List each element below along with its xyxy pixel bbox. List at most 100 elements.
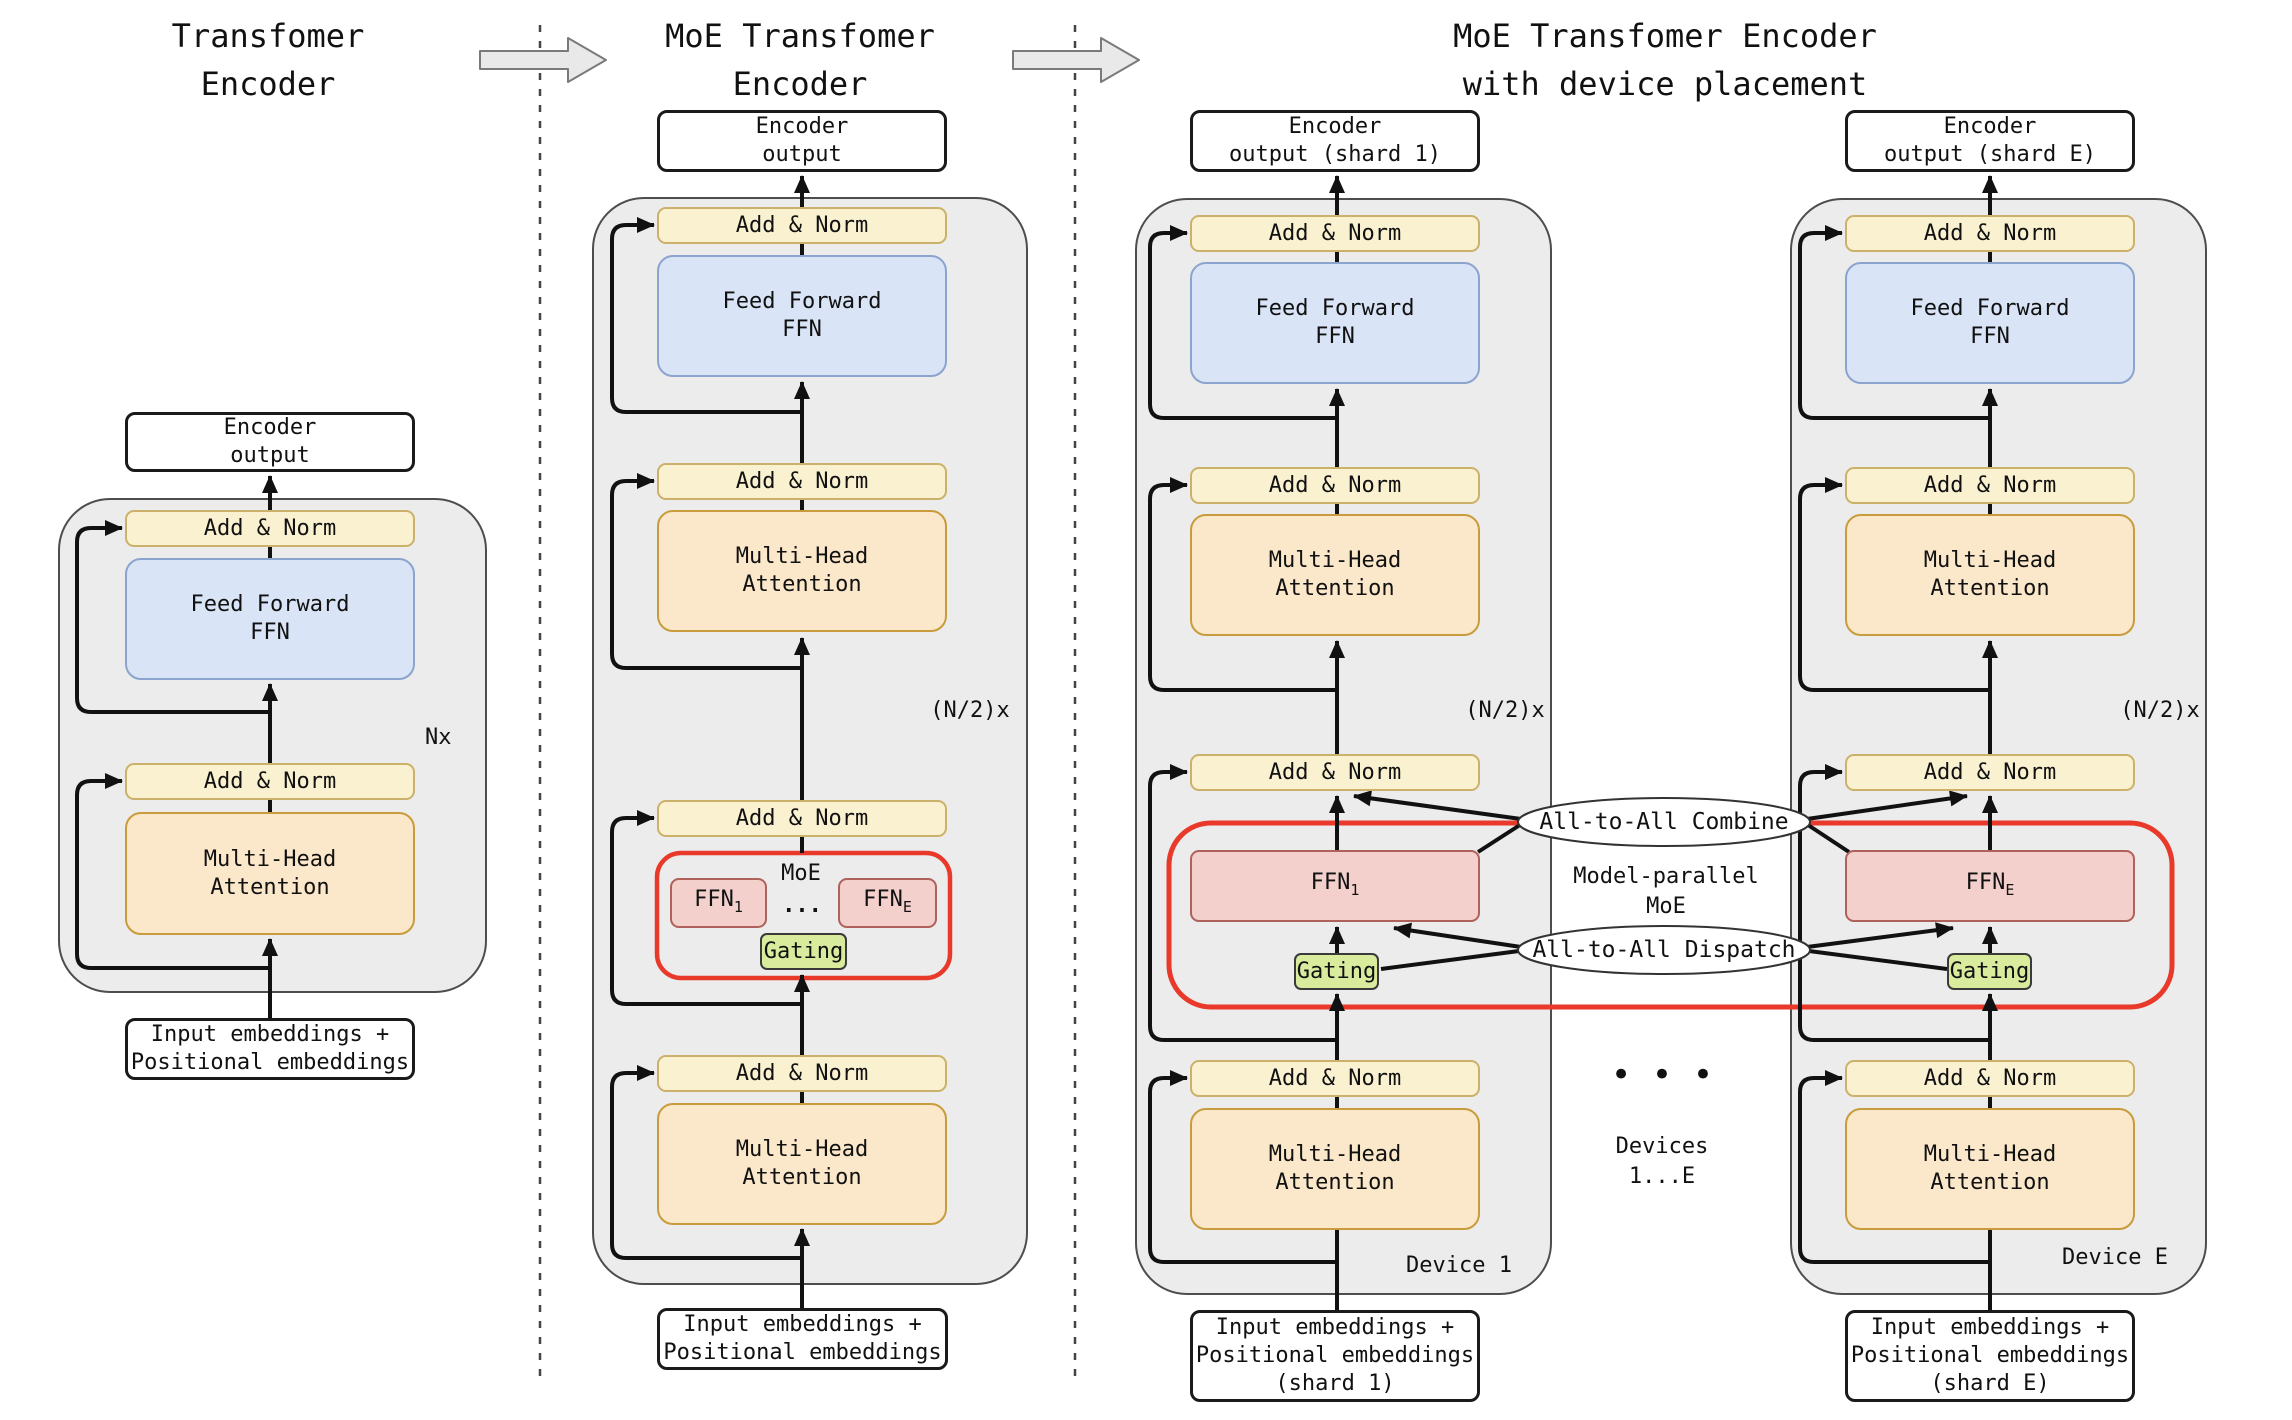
devices-range-line1: Devices [1615,1134,1709,1159]
gating-label: Gating [763,938,844,964]
add-norm-box: Add & Norm [125,763,415,800]
device1-label-text: Device 1 [1406,1253,1512,1278]
add-norm-label: Add & Norm [1923,472,2057,498]
attention-line2: Attention [742,572,862,597]
encoder-output-line2: output (shard 1) [1229,142,1441,167]
gating-label: Gating [1949,958,2030,984]
input-embeddings-line1: Input embeddings + [1215,1315,1455,1340]
input-embeddings-line2: Positional embeddings [663,1340,942,1365]
all-to-all-dispatch-label: All-to-All Dispatch [1518,936,1810,964]
repeat-label-n2x-text: (N/2)x [2120,698,2200,723]
title-right-line1: MoE Transfomer Encoder [1453,17,1877,55]
input-embeddings-box: Input embeddings + Positional embeddings [657,1308,948,1370]
gating-box: Gating [760,933,847,970]
repeat-label-n2x: (N/2)x [925,697,1015,725]
add-norm-label: Add & Norm [1268,759,1402,785]
repeat-label-n2x-text: (N/2)x [1465,698,1545,723]
encoder-output-line2: output [230,443,310,468]
gating-box: Gating [1947,953,2032,990]
title-middle-line1: MoE Transfomer [665,17,935,55]
attention-line1: Multi-Head [1268,1142,1402,1167]
add-norm-label: Add & Norm [1268,1065,1402,1091]
feed-forward-line2: FFN [1315,324,1355,349]
add-norm-box: Add & Norm [1845,1060,2135,1097]
add-norm-label: Add & Norm [203,768,337,794]
attention-box: Multi-Head Attention [1190,514,1480,636]
encoder-output-line2: output [762,142,842,167]
model-parallel-line1: Model-parallel [1573,864,1759,889]
title-right-line2: with device placement [1462,65,1868,103]
ffn-base: FFN [1965,869,2006,895]
title-middle-line2: Encoder [732,65,868,103]
attention-line2: Attention [1930,1170,2050,1195]
input-embeddings-shard1-box: Input embeddings + Positional embeddings… [1190,1310,1480,1402]
moe-expert-ffn1-label: FFN1 [694,886,743,921]
feed-forward-box: Feed Forward FFN [1190,262,1480,384]
input-embeddings-line2: Positional embeddings [1850,1343,2130,1368]
add-norm-box: Add & Norm [1845,754,2135,791]
add-norm-box: Add & Norm [1845,467,2135,504]
repeat-label-nx: Nx [425,724,495,752]
attention-line1: Multi-Head [203,846,337,872]
devices-ellipsis-text: • • • [1610,1055,1714,1095]
transition-arrow-2 [1012,37,1140,83]
feed-forward-box: Feed Forward FFN [125,558,415,680]
attention-line1: Multi-Head [1923,1142,2057,1167]
input-embeddings-line3: (shard 1) [1275,1371,1395,1396]
add-norm-label: Add & Norm [735,212,869,238]
attention-line2: Attention [210,874,330,900]
input-embeddings-line3: (shard E) [1930,1371,2050,1396]
title-left-line2: Encoder [200,65,336,103]
encoder-output-shard1-box: Encoder output (shard 1) [1190,110,1480,172]
add-norm-label: Add & Norm [1268,472,1402,498]
add-norm-box: Add & Norm [1190,215,1480,252]
feed-forward-line2: FFN [250,620,290,645]
title-right-diagram: MoE Transfomer Encoder with device place… [1360,12,1970,108]
add-norm-label: Add & Norm [735,805,869,831]
encoder-output-line1: Encoder [1943,114,2037,139]
attention-line1: Multi-Head [1268,548,1402,573]
gating-label: Gating [1296,958,1377,984]
input-embeddings-line2: Positional embeddings [130,1050,410,1075]
ffn-base: FFN [863,886,903,912]
expert-ellipsis-text: ... [782,893,822,918]
add-norm-label: Add & Norm [1268,220,1402,246]
expert-ellipsis: ... [765,892,839,920]
model-parallel-line2: MoE [1646,894,1686,919]
feed-forward-box: Feed Forward FFN [1845,262,2135,384]
repeat-label-n2x: (N/2)x [2115,697,2205,725]
gating-box: Gating [1294,953,1379,990]
add-norm-box: Add & Norm [125,510,415,547]
ffn-base: FFN [1310,869,1351,895]
all-to-all-combine-label: All-to-All Combine [1518,808,1810,836]
encoder-output-line1: Encoder [223,415,317,440]
ffn-sub-E: E [2005,880,2015,899]
deviceE-label-text: Device E [2062,1245,2168,1270]
encoder-output-line2: output (shard E) [1884,142,2096,167]
feed-forward-line2: FFN [1970,324,2010,349]
add-norm-box: Add & Norm [1845,215,2135,252]
add-norm-label: Add & Norm [735,1060,869,1086]
devices-range-line2: 1...E [1628,1164,1696,1189]
moe-label-text: MoE [781,861,821,886]
moe-expert-ffnE-box: FFNE [1845,850,2135,922]
add-norm-label: Add & Norm [1923,220,2057,246]
transition-arrow-1 [479,37,607,83]
attention-box: Multi-Head Attention [1845,514,2135,636]
ffn-base: FFN [694,886,734,912]
moe-expert-ffnE-label: FFNE [1966,869,2015,904]
title-left-line1: Transfomer [171,17,365,55]
input-embeddings-line1: Input embeddings + [683,1312,922,1337]
ffn-sub-1: 1 [733,897,743,916]
all-to-all-combine-ellipse [1517,797,1811,847]
input-embeddings-box: Input embeddings + Positional embeddings [125,1018,415,1080]
attention-box: Multi-Head Attention [125,812,415,935]
input-embeddings-line1: Input embeddings + [150,1022,390,1047]
add-norm-box: Add & Norm [1190,467,1480,504]
input-embeddings-line2: Positional embeddings [1195,1343,1475,1368]
moe-expert-ffn1-label: FFN1 [1311,869,1360,904]
add-norm-box: Add & Norm [1190,1060,1480,1097]
feed-forward-box: Feed Forward FFN [657,255,947,377]
add-norm-box: Add & Norm [657,207,947,244]
